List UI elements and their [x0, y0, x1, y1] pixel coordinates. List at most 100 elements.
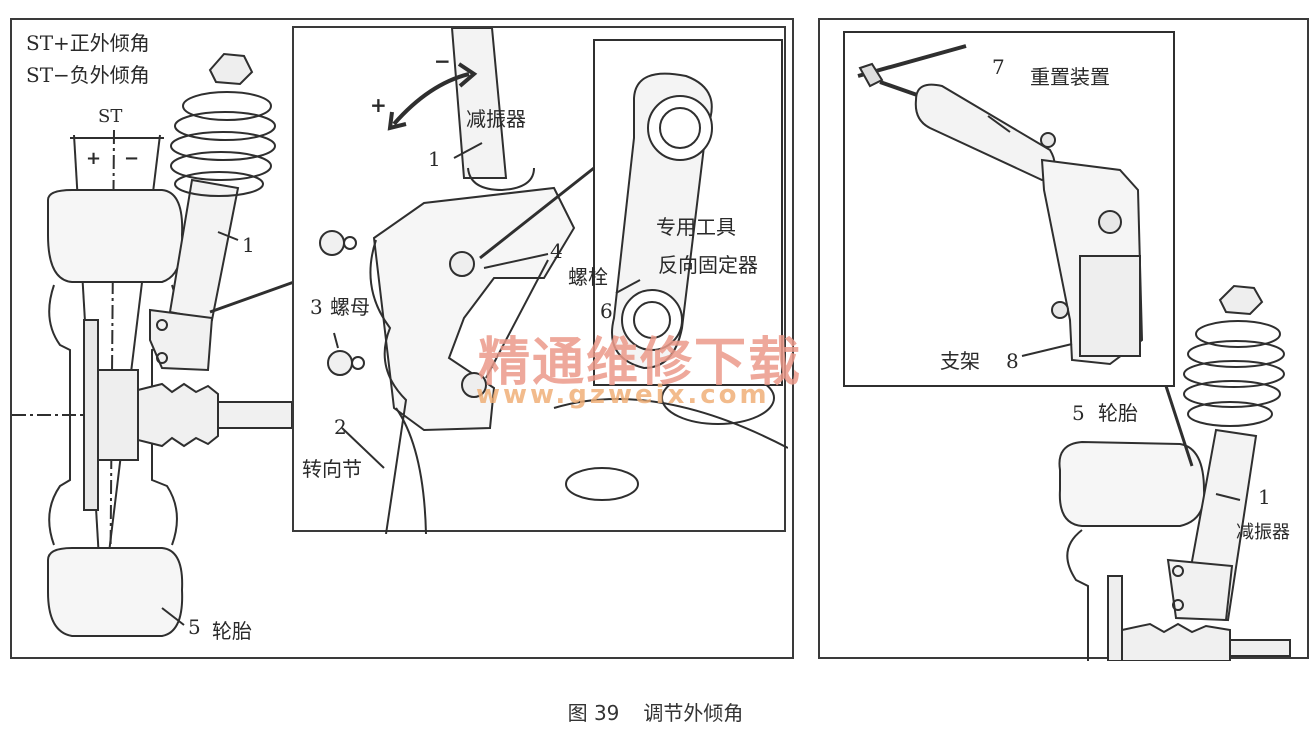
right-spring-coil-2	[1187, 340, 1285, 368]
right-spring-coil-5	[1187, 401, 1273, 427]
inset-bolt-label: 螺栓	[568, 265, 608, 289]
inset-knuckle-label: 转向节	[302, 457, 362, 481]
inset-bolt-number: 4	[550, 239, 563, 263]
reset-leader-8	[1021, 343, 1073, 357]
inset-knuckle-number: 2	[334, 415, 347, 439]
right-connector-to-tool	[1164, 385, 1194, 467]
inset-adjust-arrowhead-plus	[387, 111, 407, 131]
right-strut-top-mount	[1218, 284, 1264, 316]
right-clamp-bolt-upper	[1172, 565, 1184, 577]
bracket-label: 支架	[940, 349, 980, 373]
cv-boot	[137, 382, 219, 448]
tool-socket-upper	[647, 95, 713, 161]
inset-damper-label: 减振器	[466, 107, 526, 131]
figure-title: 调节外倾角	[643, 701, 744, 725]
tool-number: 6	[600, 299, 613, 323]
brake-disc	[83, 319, 99, 511]
legend-negative-camber: ST−负外倾角	[26, 63, 150, 87]
inset-nut-lower	[327, 350, 353, 376]
inset-washer-lower	[351, 356, 365, 370]
inset-panel: − + 减振器 1 3 螺母 2 转向节 4 螺栓 6 专用工具 反向固定器	[292, 26, 788, 534]
reset-tool-nut	[1040, 132, 1056, 148]
reset-tool-number: 7	[992, 55, 1005, 79]
right-damper-number: 1	[1258, 485, 1271, 509]
inset-leader-damper	[453, 142, 483, 159]
tool-socket-lower-inner	[633, 301, 671, 339]
right-cv-boot	[1121, 622, 1231, 661]
spring-coil-3	[170, 131, 276, 161]
inset-adjust-arc	[392, 72, 470, 126]
camber-plus-sign: +	[86, 148, 102, 169]
right-spring-coil-3	[1183, 360, 1285, 388]
tire-label: 轮胎	[212, 619, 252, 643]
right-clamp-bolt-lower	[1172, 599, 1184, 611]
st-label: ST	[98, 106, 123, 127]
inset-leader-bolt-lower	[485, 259, 549, 379]
right-knuckle-clamp	[1166, 558, 1234, 622]
figure-number: 图 39	[567, 701, 620, 725]
tire-lower-shape	[47, 547, 184, 637]
clamp-bolt-upper	[156, 319, 168, 331]
inset-nut-label: 螺母	[330, 295, 370, 319]
tool-label-line2: 反向固定器	[658, 253, 758, 277]
inset-leader-tool	[615, 279, 641, 294]
right-spring-coil-1	[1195, 320, 1281, 348]
spring-coil-5	[174, 171, 264, 197]
right-panel: 7 重置装置 支架 8 5 轮胎 1 减振器	[818, 18, 1309, 661]
reset-tool-thread	[879, 80, 921, 98]
right-brake-disc	[1107, 575, 1123, 661]
tool-socket-lower	[621, 289, 683, 351]
inset-bolt-lower	[461, 372, 487, 398]
inset-knuckle-bracket	[372, 186, 576, 432]
leader-tire	[161, 607, 185, 626]
inset-leader-nut	[333, 332, 339, 349]
inset-damper-tube	[450, 28, 508, 179]
clamp-bolt-lower	[156, 352, 168, 364]
inset-nut-number: 3	[310, 295, 323, 319]
rim-profile-left	[48, 284, 71, 546]
reset-leader-7	[987, 115, 1011, 133]
inset-damper-number: 1	[428, 147, 441, 171]
inset-nut-upper	[319, 230, 345, 256]
spring-coil-1	[182, 91, 272, 121]
inset-knuckle-left-edge	[369, 239, 408, 534]
inset-leader-bolt-upper	[483, 253, 549, 269]
inset-drawing	[319, 28, 788, 534]
tire-upper-shape	[47, 189, 184, 283]
watermark-url: www.gzweix.com	[476, 380, 770, 410]
tool-socket-upper-inner	[659, 107, 701, 149]
tool-connector-line	[479, 166, 595, 260]
drive-shaft	[217, 401, 293, 429]
left-panel-drawing	[12, 52, 297, 637]
right-damper-label: 减振器	[1236, 522, 1290, 543]
reset-tool-handle	[858, 62, 884, 88]
strut-number: 1	[242, 233, 255, 257]
strut-top-mount	[208, 52, 254, 86]
legend-positive-camber: ST+正外倾角	[26, 31, 150, 55]
right-drive-shaft	[1229, 639, 1291, 657]
inset-plus-sign: +	[370, 93, 387, 117]
bracket-block	[1079, 255, 1141, 357]
camber-minus-sign: −	[124, 148, 140, 169]
inset-adjust-arrowhead-minus	[457, 62, 478, 88]
bracket-bolt-upper	[1098, 210, 1122, 234]
hub	[97, 369, 139, 461]
inset-leader-knuckle	[341, 427, 385, 469]
right-tire-number: 5	[1072, 401, 1085, 425]
bracket-number: 8	[1006, 349, 1019, 373]
right-tire-label: 轮胎	[1098, 401, 1138, 425]
inset-knuckle-edge	[395, 407, 427, 534]
inset-body-hole	[565, 467, 639, 501]
right-tire-shape	[1058, 440, 1206, 527]
spring-coil-4	[170, 151, 272, 181]
watermark-chinese: 精通维修下载	[478, 333, 803, 393]
inset-damper-collar	[467, 167, 535, 192]
right-leader-damper	[1215, 493, 1241, 501]
spring-coil-2	[174, 111, 276, 141]
right-rim-profile	[1066, 529, 1089, 661]
inset-minus-sign: −	[434, 49, 451, 73]
tool-label-line1: 专用工具	[656, 215, 736, 239]
connector-to-inset	[209, 280, 295, 314]
leader-strut	[217, 231, 239, 241]
right-panel-drawing	[843, 31, 1291, 661]
